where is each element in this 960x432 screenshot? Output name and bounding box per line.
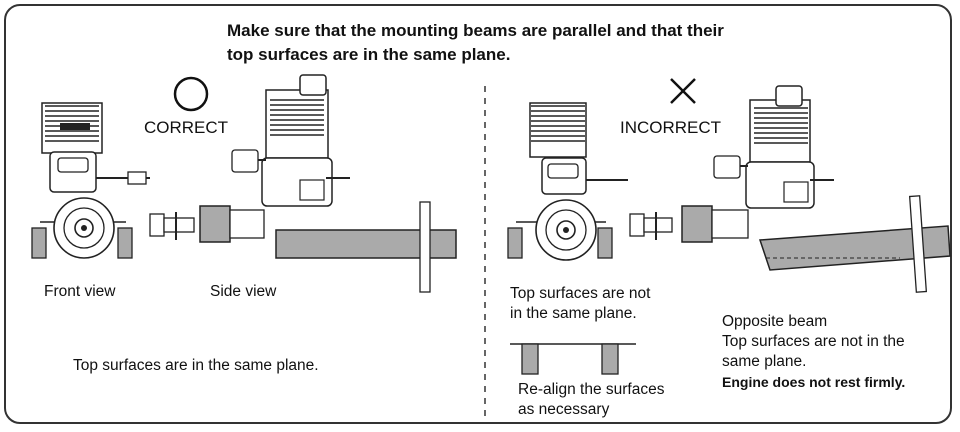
- incorrect-x-icon: [670, 78, 696, 104]
- note-not-same-plane-left: Top surfaces are not in the same plane.: [510, 284, 650, 324]
- side-view-engine-correct: [149, 74, 457, 293]
- heading-line-2: top surfaces are in the same plane.: [227, 45, 511, 64]
- note-left-line-1: Top surfaces are not: [510, 285, 651, 302]
- diagram-heading: Make sure that the mounting beams are pa…: [227, 19, 724, 67]
- opposite-beam-label: Opposite beam: [722, 313, 828, 330]
- correct-label: CORRECT: [144, 118, 229, 137]
- realign-line-2: as necessary: [518, 401, 610, 418]
- warning-text: Engine does not rest firmly.: [722, 374, 906, 390]
- realign-line-1: Re-align the surfaces: [518, 381, 665, 398]
- realign-note: Re-align the surfaces as necessary: [518, 380, 664, 420]
- correct-caption: Top surfaces are in the same plane.: [73, 357, 319, 374]
- heading-line-1: Make sure that the mounting beams are pa…: [227, 21, 724, 40]
- opposite-beam-note: Opposite beam Top surfaces are not in th…: [722, 312, 905, 392]
- diagram-frame: [4, 4, 952, 424]
- realign-surfaces-illustration: [510, 343, 636, 375]
- note-right-line-2: same plane.: [722, 353, 807, 370]
- front-view-label: Front view: [44, 283, 116, 300]
- front-view-engine-incorrect: [507, 102, 628, 261]
- front-view-engine-correct: [31, 102, 150, 259]
- side-view-engine-incorrect: [629, 85, 951, 293]
- note-left-line-2: in the same plane.: [510, 305, 637, 322]
- side-view-label: Side view: [210, 283, 277, 300]
- note-right-line-1: Top surfaces are not in the: [722, 333, 905, 350]
- incorrect-label: INCORRECT: [620, 118, 722, 137]
- correct-circle-icon: [173, 76, 209, 112]
